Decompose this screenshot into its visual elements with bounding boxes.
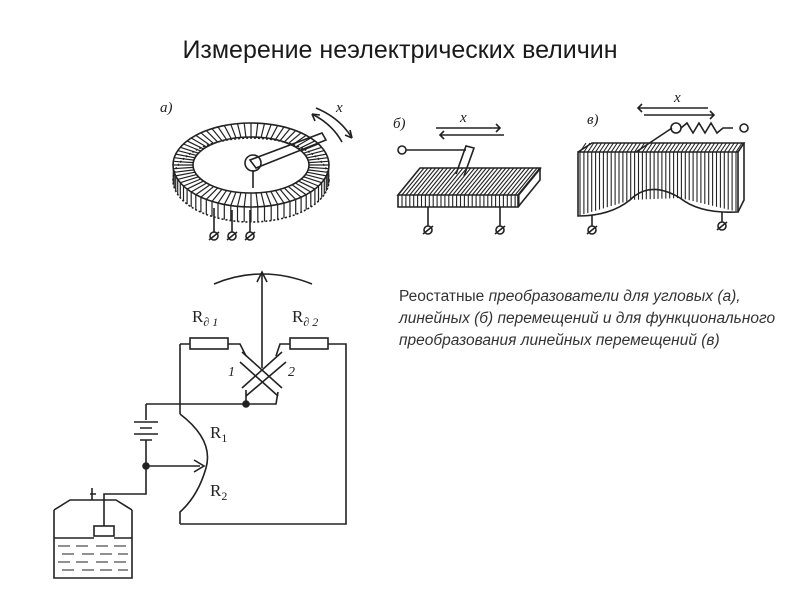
r1-sub: 1 xyxy=(221,431,227,445)
liquid xyxy=(58,545,128,571)
r2-label: R xyxy=(210,481,222,500)
slider-arm-v xyxy=(635,127,673,153)
wire-coil-common xyxy=(245,390,279,405)
wire-rd2 xyxy=(180,343,347,525)
motion-label-a: x xyxy=(335,100,343,116)
rd1-sub: ∂ 1 xyxy=(203,315,218,329)
caption: Реостатные преобразователи для угловых (… xyxy=(399,286,794,352)
slide-title: Измерение неэлектрических величин xyxy=(182,36,618,64)
terminal-a1 xyxy=(209,231,219,241)
terminal-b1 xyxy=(423,225,433,235)
figure-b-label: б) xyxy=(393,116,406,132)
terminal-b-slider xyxy=(397,145,407,155)
toroid-winding xyxy=(172,123,330,222)
figure-b: б) x xyxy=(393,110,542,235)
svg-text:R2: R2 xyxy=(210,481,227,503)
tank xyxy=(53,510,133,579)
potentiometer-arc xyxy=(179,413,209,524)
terminal-b2 xyxy=(495,225,505,235)
svg-text:R1: R1 xyxy=(210,423,227,445)
caption-part2: преобразователи для угловых (а), линейны… xyxy=(399,288,776,349)
junction-1 xyxy=(242,400,250,408)
figure-a: а) x xyxy=(160,100,353,241)
motion-arrow-left-v xyxy=(636,103,708,113)
terminal-a3 xyxy=(245,231,255,241)
float xyxy=(93,525,115,537)
motion-arrow-right-b xyxy=(436,123,502,133)
terminal-leads-a xyxy=(213,208,251,232)
profiled-top xyxy=(577,142,746,153)
resistor-rd2 xyxy=(289,337,329,350)
caption-part1: Реостатные xyxy=(399,288,489,305)
terminal-v-slider xyxy=(739,123,749,133)
resistor-rd1 xyxy=(189,337,229,350)
profiled-body xyxy=(577,151,739,217)
terminal-leads-b xyxy=(427,207,501,226)
figure-v: в) x xyxy=(577,90,749,235)
r1-label: R xyxy=(210,423,222,442)
spring-wire xyxy=(680,121,733,135)
slider-arm xyxy=(248,132,328,169)
coil2-label: 2 xyxy=(288,365,295,380)
terminal-v2 xyxy=(717,221,727,231)
figure-a-label: а) xyxy=(160,100,173,116)
rd1-label: R xyxy=(192,307,204,326)
terminal-v1 xyxy=(587,225,597,235)
r2-sub: 2 xyxy=(221,489,227,503)
wire-rd1 xyxy=(180,343,247,357)
terminal-a2 xyxy=(227,231,237,241)
linear-block-front xyxy=(397,195,519,208)
wire-float xyxy=(103,466,147,526)
coil1-label: 1 xyxy=(228,365,235,380)
motion-arc xyxy=(315,107,353,139)
rd2-label: R xyxy=(292,307,304,326)
motion-arrow-right-v xyxy=(644,110,716,120)
slider-contact-b xyxy=(455,145,476,177)
motion-label-v: x xyxy=(673,90,681,106)
battery xyxy=(134,421,158,441)
motion-arrow-left-b xyxy=(438,130,504,140)
figure-v-label: в) xyxy=(587,112,599,128)
motion-label-b: x xyxy=(459,110,467,126)
ratiometer-circuit: 1 2 R∂ 1 R∂ 2 R1 R2 xyxy=(53,270,347,579)
toroid-inner xyxy=(192,136,310,194)
linear-winding xyxy=(401,167,542,207)
coil-2 xyxy=(241,351,287,397)
terminal-leads-v xyxy=(591,212,723,226)
profiled-winding xyxy=(579,142,743,216)
svg-text:R∂ 2: R∂ 2 xyxy=(292,307,318,329)
slider-roller xyxy=(670,122,682,134)
svg-text:R∂ 1: R∂ 1 xyxy=(192,307,218,329)
rd2-sub: ∂ 2 xyxy=(303,315,318,329)
